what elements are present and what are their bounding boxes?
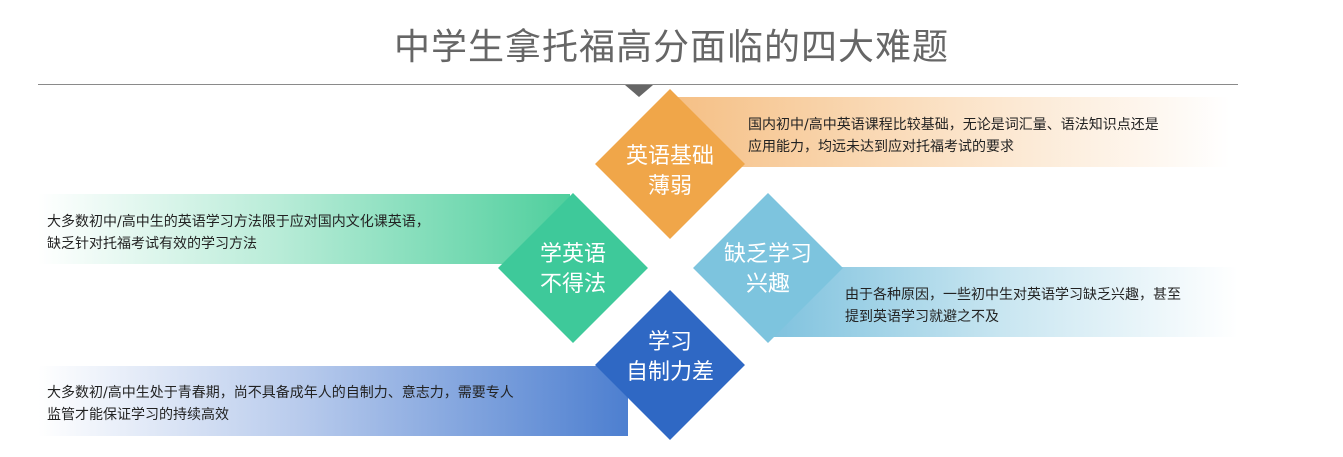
desc-self-discipline: 大多数初/高中生处于青春期，尚不具备成年人的自制力、意志力，需要专人 监管才能保… (47, 382, 514, 426)
label-learning-interest: 缺乏学习 兴趣 (698, 240, 838, 300)
desc-line: 国内初中/高中英语课程比较基础，无论是词汇量、语法知识点还是 (748, 117, 1159, 133)
label-line: 英语基础 (625, 144, 714, 169)
desc-learning-interest: 由于各种原因，一些初中生对英语学习缺乏兴趣，甚至 提到英语学习就避之不及 (845, 284, 1181, 328)
divider-pointer (625, 85, 653, 97)
label-line: 学习 (647, 330, 692, 355)
label-line: 薄弱 (647, 174, 692, 199)
band-learning-method (38, 194, 570, 264)
desc-learning-method: 大多数初中/高中生的英语学习方法限于应对国内文化课英语， 缺乏针对托福考试有效的… (47, 211, 430, 255)
label-line: 自制力差 (625, 360, 714, 385)
band-learning-interest (770, 267, 1238, 337)
desc-line: 由于各种原因，一些初中生对英语学习缺乏兴趣，甚至 (845, 287, 1181, 303)
desc-line: 监管才能保证学习的持续高效 (47, 407, 229, 423)
desc-english-foundation: 国内初中/高中英语课程比较基础，无论是词汇量、语法知识点还是 应用能力，均远未达… (748, 114, 1159, 158)
label-learning-method: 学英语 不得法 (503, 240, 643, 300)
desc-line: 缺乏针对托福考试有效的学习方法 (47, 236, 257, 252)
label-self-discipline: 学习 自制力差 (600, 328, 740, 388)
desc-line: 提到英语学习就避之不及 (845, 309, 999, 325)
label-line: 兴趣 (745, 272, 790, 297)
label-english-foundation: 英语基础 薄弱 (600, 142, 740, 202)
band-english-foundation (670, 97, 1230, 167)
desc-line: 应用能力，均远未达到应对托福考试的要求 (748, 139, 1014, 155)
desc-line: 大多数初/高中生处于青春期，尚不具备成年人的自制力、意志力，需要专人 (47, 385, 514, 401)
desc-line: 大多数初中/高中生的英语学习方法限于应对国内文化课英语， (47, 214, 430, 230)
label-line: 不得法 (539, 272, 606, 297)
title-divider (38, 84, 1238, 85)
label-line: 缺乏学习 (723, 242, 812, 267)
band-self-discipline (38, 366, 628, 436)
page-title: 中学生拿托福高分面临的四大难题 (393, 27, 949, 68)
label-line: 学英语 (539, 242, 606, 267)
